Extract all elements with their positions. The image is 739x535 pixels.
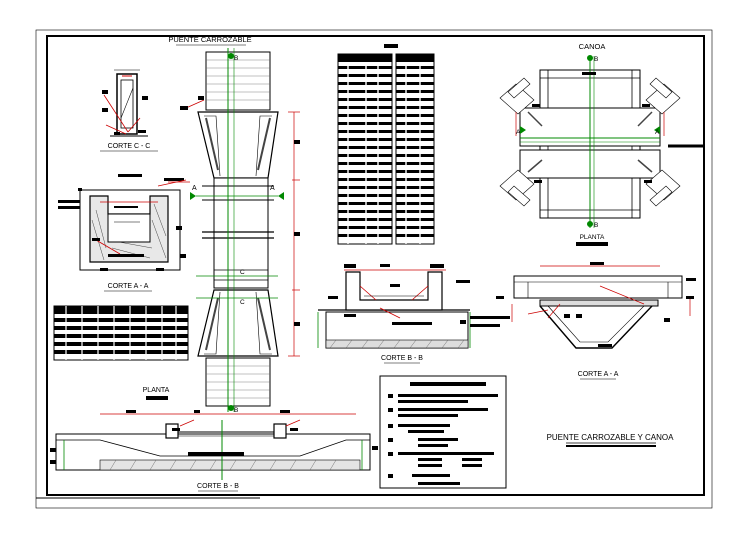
section-mark-a-right: A — [270, 185, 284, 200]
canoa-section-mark-a-left: A — [516, 126, 526, 136]
section-mark-b-bottom: B — [228, 405, 238, 414]
section-mark-b-top: B — [228, 53, 238, 62]
corte-aa-right-label: CORTE A - A — [578, 371, 619, 378]
svg-text:B: B — [594, 56, 598, 63]
section-mark-c-bottom: C — [240, 299, 245, 306]
svg-text:B: B — [594, 222, 598, 229]
corte-aa-right-detail: CORTE A - A — [470, 262, 696, 380]
planta-label: PLANTA — [143, 387, 170, 394]
svg-text:A: A — [192, 185, 197, 192]
svg-text:B: B — [234, 407, 238, 414]
bottom-planta-detail: PLANTA CORTE B - B — [50, 387, 378, 492]
corte-bb-bottom-label: CORTE B - B — [197, 483, 239, 490]
reinforcement-table-2 — [395, 53, 435, 245]
svg-text:B: B — [234, 55, 238, 62]
svg-text:C: C — [240, 299, 245, 306]
svg-text:A: A — [655, 129, 660, 136]
corte-bb-mid-detail: CORTE B - B — [317, 264, 471, 364]
main-title: PUENTE CARROZABLE Y CANOA — [547, 433, 675, 442]
svg-text:A: A — [270, 185, 275, 192]
canoa-plan: CANOA — [499, 42, 681, 246]
corte-bb-mid-label: CORTE B - B — [381, 355, 423, 362]
bridge-plan: PUENTE CARROZABLE — [168, 35, 300, 414]
canoa-title: CANOA — [579, 42, 606, 51]
section-mark-a-left: A — [190, 185, 197, 200]
reinforcement-table-1 — [337, 44, 398, 245]
corte-cc-detail: CORTE C - C — [100, 69, 158, 152]
title-block: PUENTE CARROZABLE Y CANOA — [547, 433, 675, 447]
corte-aa-left-detail: CORTE A - A — [58, 174, 190, 292]
corte-cc-label: CORTE C - C — [108, 143, 151, 150]
canoa-section-mark-b-bottom: B — [587, 221, 598, 229]
canoa-section-mark-a-right: A — [654, 126, 660, 136]
svg-text:C: C — [240, 269, 245, 276]
corte-aa-left-label: CORTE A - A — [108, 283, 149, 290]
svg-text:A: A — [516, 129, 521, 136]
canoa-planta-label: PLANTA — [580, 234, 605, 241]
bridge-title: PUENTE CARROZABLE — [168, 35, 251, 44]
section-mark-c-top: C — [240, 269, 245, 276]
bar-schedule-table-left — [53, 305, 189, 361]
canoa-section-mark-b-top: B — [587, 55, 598, 63]
notes-box — [379, 375, 507, 489]
sheet-frame — [35, 29, 713, 509]
